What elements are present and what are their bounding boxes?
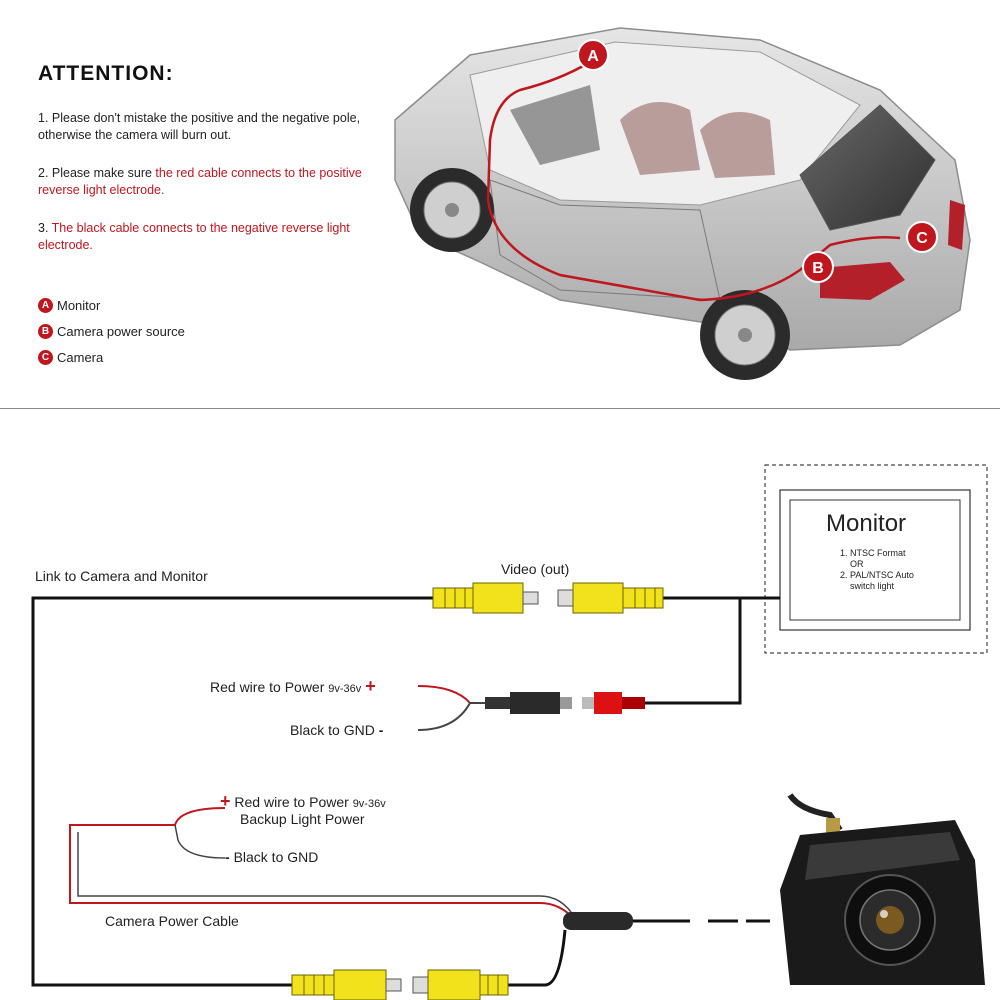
note-3-prefix: 3. [38,221,52,235]
cable-junction [563,912,633,930]
bottom-connector-right [412,969,509,1000]
black-wire-3 [77,832,576,919]
legend-label-camera: Camera [57,350,104,365]
monitor-outer-frame [779,489,971,631]
attention-note-3: 3. The black cable connects to the negat… [38,220,368,254]
note-2-red: the red cable connects to the positive r… [38,166,362,197]
note-3-red: The black cable connects to the negative… [38,221,350,252]
svg-text:C: C [916,230,928,247]
red-power-1-volt: 9v-36v [328,683,362,695]
monitor-notes: 1. NTSC Format OR 2. PAL/NTSC Auto switc… [840,548,914,592]
power-connector-black [485,692,572,714]
legend-badge-c: C [38,350,53,365]
car-dashboard [510,85,600,165]
power-connector-red [582,692,645,714]
car-tail-light [820,262,905,300]
plus-sign-1: + [365,676,376,696]
link-label: Link to Camera and Monitor [35,568,208,584]
minus-sign-2: - [225,849,230,865]
camera-power-cable-label: Camera Power Cable [105,913,239,929]
car-red-cable [486,60,901,302]
minus-sign-1: - [378,722,384,738]
link-wire [31,596,433,987]
video-out-label: Video (out) [501,561,570,577]
monitor-inner-frame [789,499,961,621]
black-gnd-1-text: Black to GND [290,722,375,738]
car-tail-light-right [948,200,965,250]
red-power-2-text: Red wire to Power [234,794,349,810]
attention-note-1: 1. Please don't mistake the positive and… [38,110,368,144]
legend-item-monitor: A Monitor [38,298,100,313]
plus-sign-2: + [220,791,231,811]
camera-body [780,820,985,985]
monitor-note-1: 1. NTSC Format [840,548,906,558]
red-power-1-text: Red wire to Power [210,679,325,695]
legend-badge-a: A [38,298,53,313]
red-power-2-volt: 9v-36v [352,798,386,810]
black-gnd-2-text: Black to GND [233,849,319,865]
monitor-title: Monitor [826,510,907,537]
note-2-prefix: 2. Please make sure [38,166,156,180]
car-front-wheel [410,168,494,252]
backup-light-label: Backup Light Power [240,811,365,827]
monitor-dashed-frame [764,464,988,654]
legend-label-monitor: Monitor [57,298,101,313]
legend-item-camera-power: B Camera power source [38,324,185,339]
car-marker-c: C [906,221,938,253]
car-rear-wheel [700,290,790,380]
car-seats [620,102,700,175]
black-gnd-label-2: - Black to GND [225,849,318,865]
attention-title: ATTENTION: [38,62,174,85]
legend-label-camera-power: Camera power source [57,324,185,339]
svg-text:B: B [812,260,824,277]
video-return-wire [508,929,567,987]
car-marker-a: A [577,39,609,71]
black-wire-2 [174,824,226,859]
video-connector-left [432,582,539,614]
black-gnd-label-1: Black to GND - [290,722,383,738]
section-divider [0,408,1000,409]
red-power-label-1: Red wire to Power 9v-36v + [210,676,376,697]
camera-cable [787,793,843,832]
red-power-label-2: + Red wire to Power 9v-36v [220,791,386,812]
monitor-note-or: OR [850,559,864,569]
bottom-connector-left [291,969,402,1000]
legend-badge-b: B [38,324,53,339]
black-wire-1 [417,702,485,731]
car-rear-seats [700,112,775,178]
red-wire-2 [69,807,576,921]
legend-item-camera: C Camera [38,350,103,365]
monitor-note-2: 2. PAL/NTSC Auto [840,570,914,580]
svg-text:A: A [587,48,599,65]
power-drop-wire [645,598,742,705]
attention-note-2: 2. Please make sure the red cable connec… [38,165,368,199]
note-1-text: 1. Please don't mistake the positive and… [38,111,361,142]
video-connector-right [557,582,664,614]
car-marker-b: B [802,251,834,283]
red-wire-1 [417,685,485,704]
car-rear-window [799,104,936,231]
monitor-note-3: switch light [850,581,895,591]
